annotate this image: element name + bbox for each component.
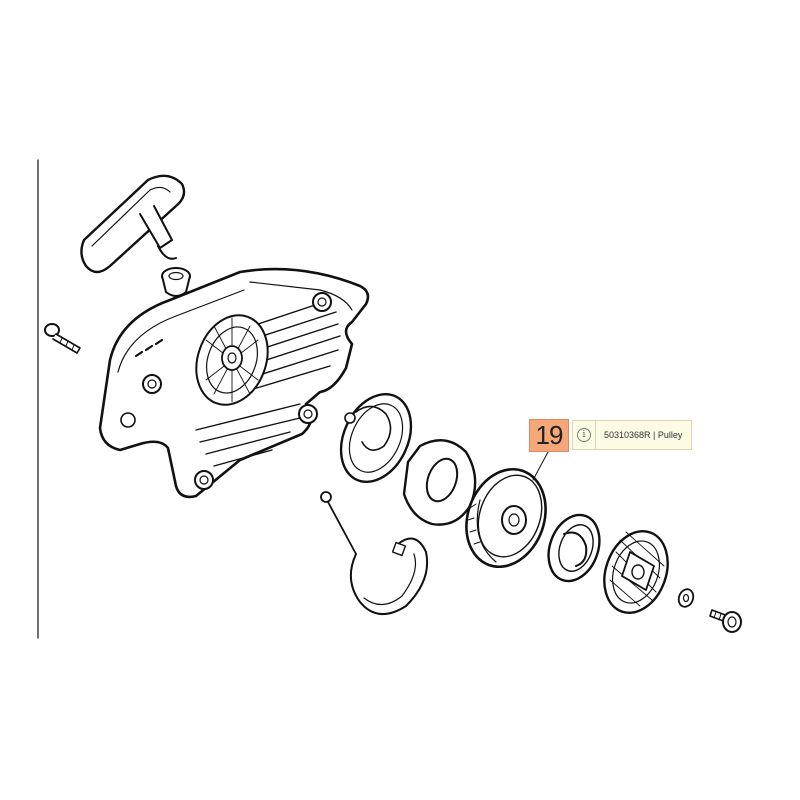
spring-wire-icon[interactable]	[320, 491, 428, 615]
recoil-spring-icon[interactable]	[328, 383, 425, 493]
part-label: 50310368R | Pulley	[604, 430, 683, 440]
starter-housing-icon[interactable]	[98, 267, 370, 499]
callout-number-19[interactable]: 19	[529, 419, 569, 452]
center-screw-icon[interactable]	[709, 609, 742, 633]
pulley-icon[interactable]	[453, 458, 559, 578]
tooltip-divider	[595, 420, 596, 450]
callout-leader-line	[532, 451, 549, 481]
washer-icon[interactable]	[676, 587, 695, 609]
rope-guide-icon[interactable]	[161, 267, 191, 297]
ratchet-disc-icon[interactable]	[593, 522, 678, 621]
screw-icon[interactable]	[44, 323, 81, 354]
part-tooltip: i 50310368R | Pulley	[572, 420, 692, 450]
info-circle-icon[interactable]: i	[577, 428, 591, 442]
pawl-ring-icon[interactable]	[540, 508, 608, 588]
starter-handle-icon[interactable]	[80, 174, 186, 274]
spring-cover-disc-icon[interactable]	[402, 439, 477, 526]
